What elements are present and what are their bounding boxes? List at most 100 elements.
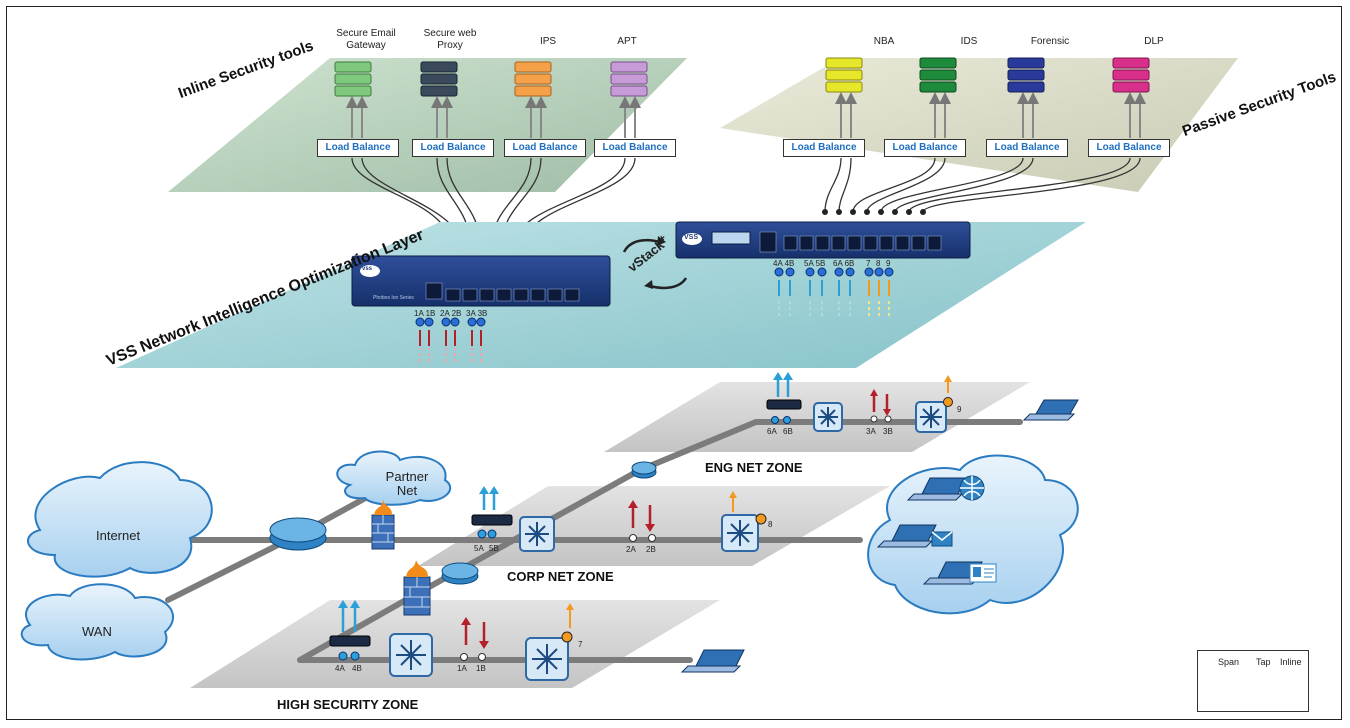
corp-port-label: 5A (474, 544, 484, 553)
eng-port-label: 3A (866, 427, 876, 436)
right-vss-device (675, 221, 971, 259)
passive-cables (824, 157, 1141, 213)
inline-tools-plane (168, 58, 687, 192)
laptop-icon (876, 524, 937, 548)
passive-load-balance-2: Load Balance (884, 139, 966, 157)
eng-tap-device-icon (766, 399, 802, 424)
corp-tap-device-icon (471, 514, 513, 539)
vstack-arrowheads (644, 236, 666, 289)
firewall-icon (371, 500, 395, 550)
tool-label-forensic: Forensic (1030, 36, 1070, 47)
high-security-zone-plane (190, 600, 720, 688)
passive-load-balance-1: Load Balance (783, 139, 865, 157)
corp-router-icon (441, 562, 479, 585)
left-device-logo: vss (362, 266, 373, 272)
high-tap-device-icon (329, 635, 371, 661)
left-device-faded-arrows (419, 348, 482, 362)
corp-port-label: 2A (626, 545, 636, 554)
right-device-span-arrows (868, 280, 890, 296)
secure-web-proxy-server-icon (420, 61, 458, 97)
right-device-logo: VSS (684, 234, 699, 241)
high-port-label: 1A (457, 664, 467, 673)
wan-cloud (20, 583, 175, 661)
diagram-frame (6, 6, 1342, 720)
firewall-icon (403, 560, 431, 616)
inline-tap-points (460, 415, 892, 661)
partner-net-label: Partner Net (385, 469, 429, 498)
legend: Span Tap Inline (1197, 650, 1309, 712)
high-port-label: 4B (352, 664, 362, 673)
tool-label-ips: IPS (539, 36, 557, 47)
passive-server-icons (825, 57, 1150, 93)
laptop-icon (1022, 399, 1079, 421)
right-device-tap-arrows (778, 280, 851, 296)
inline-load-balance-4: Load Balance (594, 139, 676, 157)
eng-port-label: 9 (957, 405, 962, 414)
right-port-label: 5A 5B (804, 259, 826, 268)
tool-label-apt: APT (617, 36, 637, 47)
switch-icon (915, 401, 947, 433)
dlp-server-icon (1112, 57, 1150, 93)
contact-card-icon (969, 563, 997, 583)
span-port-markers (561, 397, 953, 643)
high-port-label: 7 (578, 640, 583, 649)
eng-port-label: 6B (783, 427, 793, 436)
corp-net-zone-title: CORP NET ZONE (507, 569, 614, 584)
laptop-icon (680, 649, 745, 673)
legend-tap-label: Tap (1256, 657, 1271, 667)
core-router-icon (269, 517, 327, 551)
switch-icon (813, 402, 843, 432)
email-icon (931, 531, 953, 547)
nba-server-icon (825, 57, 863, 93)
corp-port-label: 8 (768, 520, 773, 529)
passive-cable-dots (822, 209, 926, 215)
tool-label-secure-web-proxy: Secure web Proxy (423, 28, 477, 51)
forensic-server-icon (1007, 57, 1045, 93)
right-device-port-dots (774, 267, 894, 277)
zone-inline-arrowheads (461, 389, 891, 649)
tool-label-nba: NBA (873, 36, 895, 47)
corp-port-label: 2B (646, 545, 656, 554)
tool-label-dlp: DLP (1144, 36, 1164, 47)
switch-icon (525, 637, 569, 681)
apt-server-icon (610, 61, 648, 97)
ips-server-icon (514, 61, 552, 97)
right-port-label: 7 (866, 259, 871, 268)
zone-tap-arrows (341, 378, 790, 632)
left-port-label: 1A 1B (414, 309, 436, 318)
zone-span-arrows (569, 380, 949, 628)
zone-tap-arrowheads (338, 372, 793, 608)
tool-label-ids: IDS (960, 36, 978, 47)
vstack-link-arrows (622, 238, 688, 290)
right-port-label: 6A 6B (833, 259, 855, 268)
ids-server-icon (919, 57, 957, 93)
inline-load-balance-1: Load Balance (317, 139, 399, 157)
corp-port-label: 5B (489, 544, 499, 553)
passive-load-balance-4: Load Balance (1088, 139, 1170, 157)
left-port-label: 2A 2B (440, 309, 462, 318)
left-device-caption: Phobos Ion Series (373, 295, 414, 301)
eng-net-zone-title: ENG NET ZONE (705, 460, 803, 475)
inline-load-balance-3: Load Balance (504, 139, 586, 157)
switch-icon (721, 514, 759, 552)
right-port-label: 4A 4B (773, 259, 795, 268)
high-port-label: 4A (335, 664, 345, 673)
high-security-zone-title: HIGH SECURITY ZONE (277, 697, 419, 712)
right-device-faded-arrows (778, 300, 890, 316)
left-port-label: 3A 3B (466, 309, 488, 318)
legend-inline-label: Inline (1280, 657, 1302, 667)
high-port-label: 1B (476, 664, 486, 673)
passive-tools-plane (720, 58, 1238, 192)
tool-label-secure-email-gateway: Secure Email Gateway (336, 28, 396, 51)
left-vss-device (351, 255, 611, 307)
internet-label: Internet (96, 528, 141, 543)
right-port-label: 9 (886, 259, 891, 268)
switch-icon (519, 516, 555, 552)
left-device-inline-arrows (419, 330, 482, 346)
right-port-label: 8 (876, 259, 881, 268)
left-device-port-dots (415, 317, 486, 327)
zone-span-arrowheads (566, 375, 952, 610)
legend-span-label: Span (1218, 657, 1240, 667)
wan-label: WAN (82, 624, 112, 639)
